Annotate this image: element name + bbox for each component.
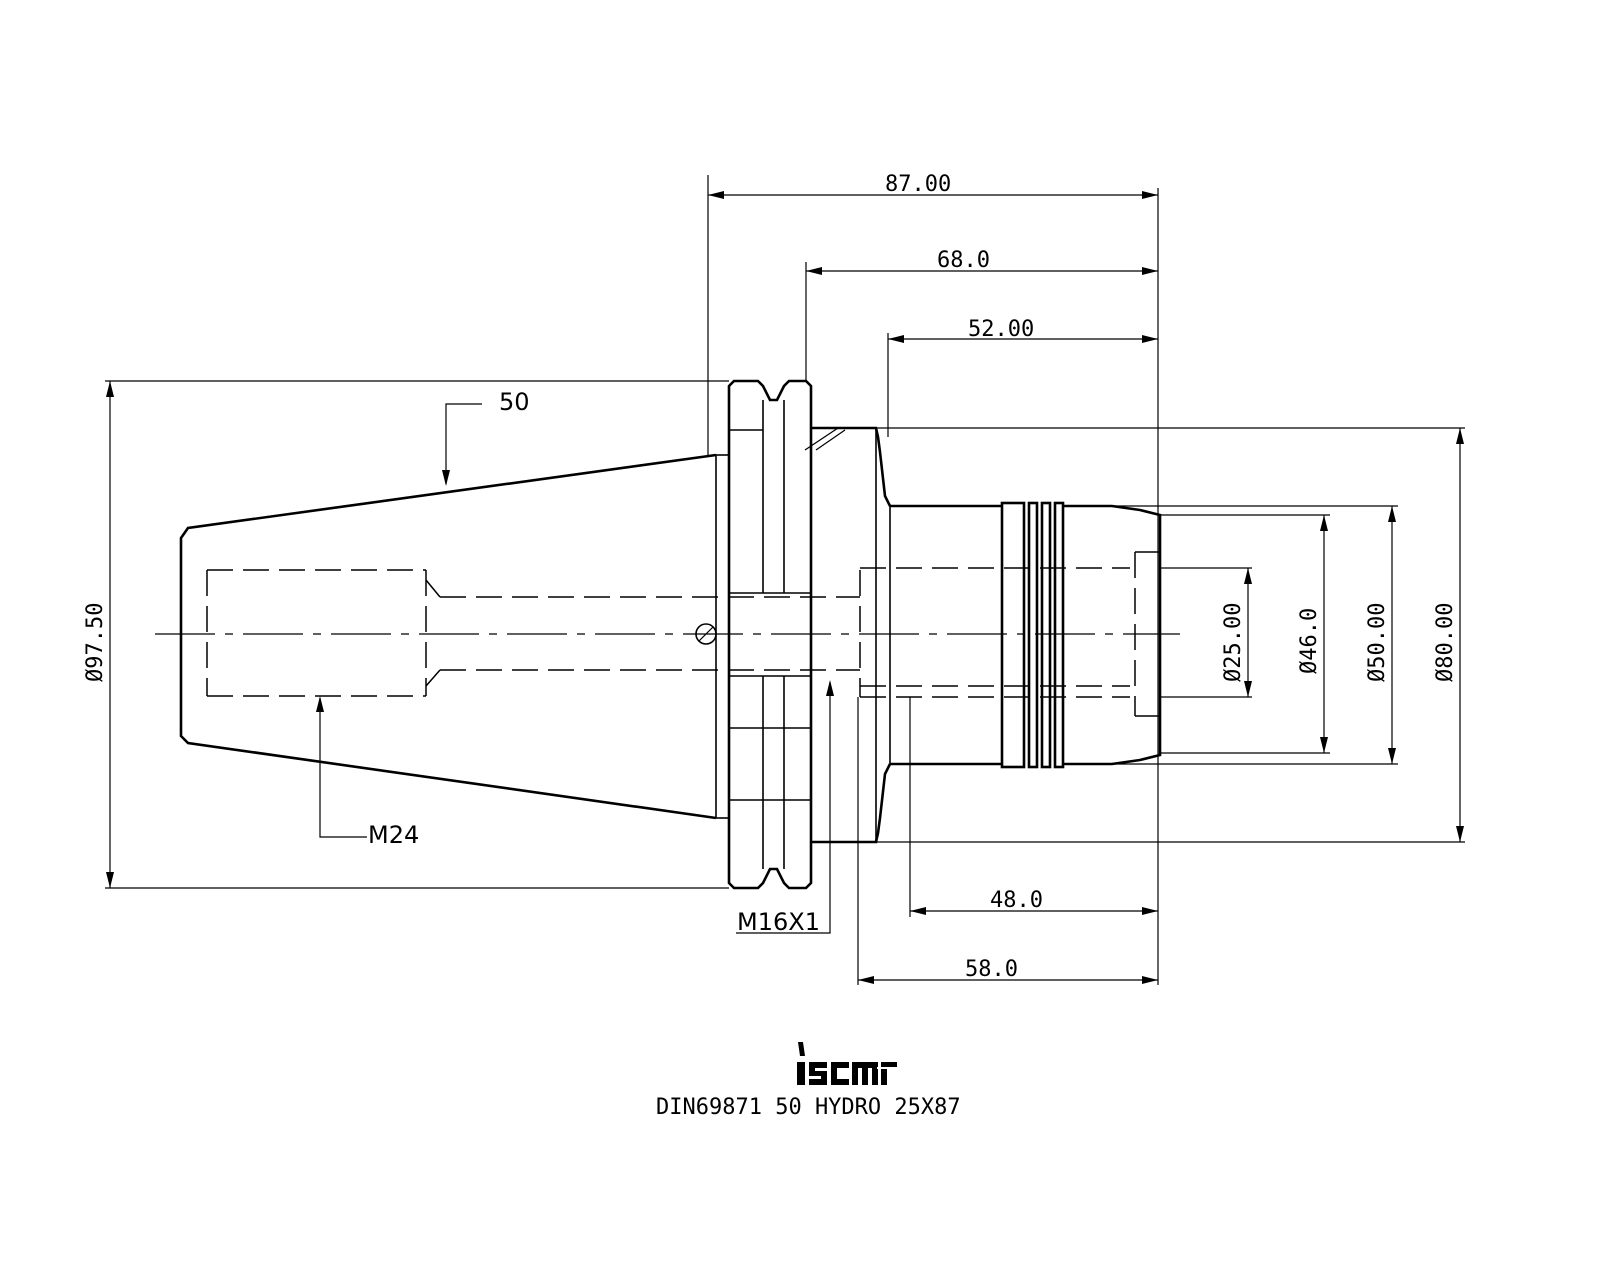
dim-thread-m16: M16X1 [737, 908, 820, 936]
dim-thread-m24: M24 [368, 821, 419, 849]
taper-shank [179, 453, 717, 820]
dim-overall-length: 87.00 [885, 172, 951, 197]
dim-length-58: 58.0 [965, 957, 1018, 982]
dim-body-diameter: Ø80.00 [1433, 603, 1458, 682]
body [804, 426, 892, 844]
nose [889, 501, 1162, 769]
hidden-lines [155, 551, 1180, 717]
dim-length-68: 68.0 [937, 248, 990, 273]
dimension-labels: 87.00 68.0 52.00 48.0 58.0 50 M24 M16X1 … [83, 172, 1458, 982]
tool-outline [179, 379, 1162, 890]
flange [727, 379, 813, 890]
dim-flange-diameter: Ø97.50 [83, 603, 108, 682]
dim-length-48: 48.0 [990, 888, 1043, 913]
dim-nose-diameter: Ø50.00 [1365, 603, 1390, 682]
dim-length-52: 52.00 [968, 317, 1034, 342]
dim-collar-diameter: Ø46.0 [1297, 608, 1322, 674]
extension-lines [105, 175, 1465, 985]
dimension-lines [106, 191, 1464, 984]
drawing-caption: DIN69871 50 HYDRO 25X87 [656, 1095, 961, 1120]
dim-taper-size: 50 [499, 388, 530, 416]
dim-bore-diameter: Ø25.00 [1221, 603, 1246, 682]
iscar-logo [797, 1042, 897, 1085]
